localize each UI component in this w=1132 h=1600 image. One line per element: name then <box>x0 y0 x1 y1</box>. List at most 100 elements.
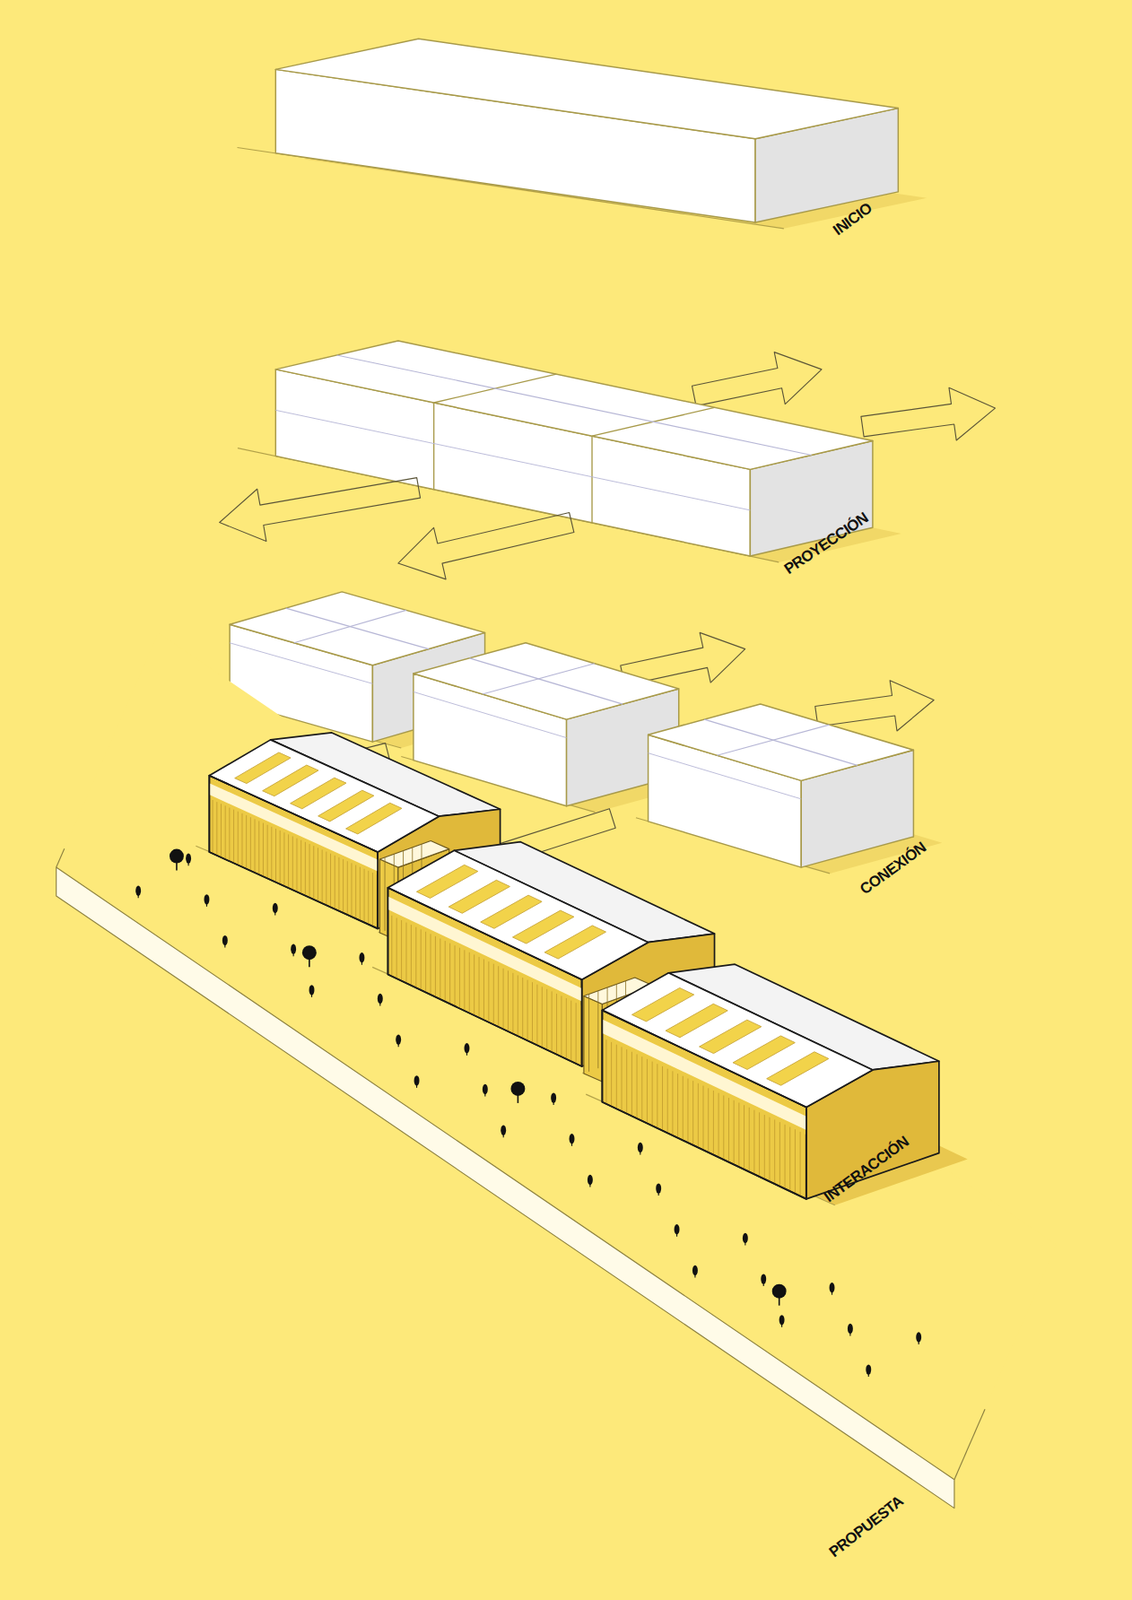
tree <box>222 935 228 946</box>
tree <box>915 1332 922 1342</box>
facade-slat <box>546 989 548 1051</box>
facade-slat <box>631 1052 633 1117</box>
facade-slat <box>449 943 451 1005</box>
tree-group <box>135 849 922 1377</box>
tree <box>510 1081 525 1097</box>
block-top <box>229 592 485 666</box>
facade-slat <box>507 970 509 1032</box>
facade-slat <box>454 945 456 1007</box>
facade-slat <box>322 849 323 904</box>
tower-post <box>384 857 386 932</box>
roof-skylight <box>512 910 574 944</box>
facade-slat <box>342 859 344 914</box>
facade-slat <box>233 809 235 864</box>
facade-slat <box>671 1071 673 1136</box>
facade-slat <box>738 1103 740 1168</box>
facade-slat <box>309 844 311 898</box>
facade-slat <box>225 805 227 860</box>
tree <box>655 1183 662 1193</box>
facade-slat <box>503 968 505 1030</box>
block-top <box>413 643 680 720</box>
facade-slat <box>748 1107 750 1173</box>
facade-slat <box>487 961 489 1023</box>
facade-slat <box>493 964 495 1026</box>
facade-slat <box>300 840 302 895</box>
site-platform-edge <box>56 848 65 868</box>
guide-line <box>275 409 750 511</box>
tree <box>550 1092 557 1103</box>
tree <box>414 1075 420 1086</box>
roof-skylight <box>480 895 542 929</box>
guide-line <box>286 608 429 650</box>
facade-slat <box>682 1076 684 1141</box>
facade-slat <box>350 862 352 917</box>
facade-slat <box>536 984 538 1046</box>
tree <box>302 945 317 960</box>
facade-slat <box>400 920 402 982</box>
facade-slat <box>560 996 562 1058</box>
facade-slat <box>517 975 519 1037</box>
roof-skylight <box>665 1003 728 1037</box>
facade-slat <box>283 832 285 887</box>
site-platform-edge <box>954 1409 985 1481</box>
facade-slat <box>325 852 327 906</box>
facade-slat <box>774 1119 775 1185</box>
facade-slat <box>459 948 461 1010</box>
roof-skylight <box>416 864 478 898</box>
facade-slat <box>610 1042 612 1107</box>
facade-slat <box>317 847 319 902</box>
section-line <box>433 402 435 490</box>
facade-slat <box>216 801 218 856</box>
facade-slat <box>410 924 412 986</box>
facade-slat <box>661 1066 663 1132</box>
block-top <box>275 38 898 140</box>
facade-slat <box>250 817 252 871</box>
facade-slat <box>241 813 243 868</box>
direction-arrow <box>815 680 934 732</box>
facade-slat <box>304 842 306 897</box>
facade-slat <box>570 1001 572 1063</box>
facade-slat <box>652 1062 654 1127</box>
tower-post <box>597 991 599 1069</box>
facade-slat <box>359 867 361 922</box>
tree <box>464 1043 471 1054</box>
facade-slat <box>789 1127 791 1193</box>
facade-slat <box>313 845 314 900</box>
roof-front <box>208 740 439 853</box>
tree <box>395 1034 401 1045</box>
facade-slat <box>541 986 543 1048</box>
facade-slat <box>497 966 499 1028</box>
tree <box>569 1133 575 1144</box>
block-top <box>275 340 873 470</box>
tree <box>377 993 384 1004</box>
direction-arrow <box>861 387 996 441</box>
roof-skylight <box>631 987 694 1021</box>
facade-slat <box>367 870 369 925</box>
roof-skylight <box>346 802 402 835</box>
facade-slat <box>396 917 398 979</box>
facade-slat <box>334 855 336 910</box>
tree <box>742 1233 749 1244</box>
facade-slat <box>237 811 239 866</box>
facade-outline <box>387 888 582 1067</box>
facade-slat <box>722 1095 724 1160</box>
tree <box>290 943 297 954</box>
site-platform-edge <box>56 867 955 1509</box>
facade-slat <box>656 1063 658 1129</box>
facade-slat <box>616 1044 618 1110</box>
roof-skylight <box>544 925 606 959</box>
facade-slat <box>415 927 417 989</box>
facade-slat <box>551 991 553 1053</box>
facade-slat <box>245 815 247 870</box>
tree <box>760 1273 767 1284</box>
tree <box>358 952 365 963</box>
roof-skylight <box>766 1052 829 1086</box>
tree <box>500 1125 506 1136</box>
facade-outline <box>208 775 378 930</box>
facade-slat <box>718 1093 720 1159</box>
facade-slat <box>439 939 441 1001</box>
facade-slat <box>527 980 529 1042</box>
facade-slat <box>355 865 357 920</box>
facade-slat <box>566 998 567 1060</box>
